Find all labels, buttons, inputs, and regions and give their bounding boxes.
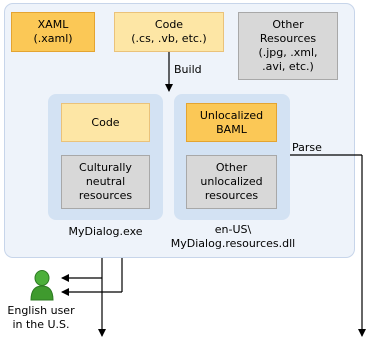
build-label: Build — [174, 63, 202, 76]
code-source-box: Code (.cs, .vb, etc.) — [114, 12, 224, 52]
parse-label: Parse — [292, 141, 322, 154]
code-box: Code — [61, 103, 150, 142]
resources-dll-caption: en-US\ MyDialog.resources.dll — [170, 223, 296, 250]
unlocalized-baml-box: Unlocalized BAML — [186, 103, 277, 142]
user-person-icon — [30, 270, 54, 301]
culturally-neutral-resources-box: Culturally neutral resources — [61, 155, 150, 209]
other-unlocalized-resources-box: Other unlocalized resources — [186, 155, 277, 209]
xaml-source-box: XAML (.xaml) — [11, 12, 95, 52]
mydialog-exe-caption: MyDialog.exe — [68, 225, 143, 238]
english-user-label: English user in the U.S. — [7, 304, 75, 331]
other-resources-box: Other Resources (.jpg, .xml, .avi, etc.) — [238, 12, 338, 80]
